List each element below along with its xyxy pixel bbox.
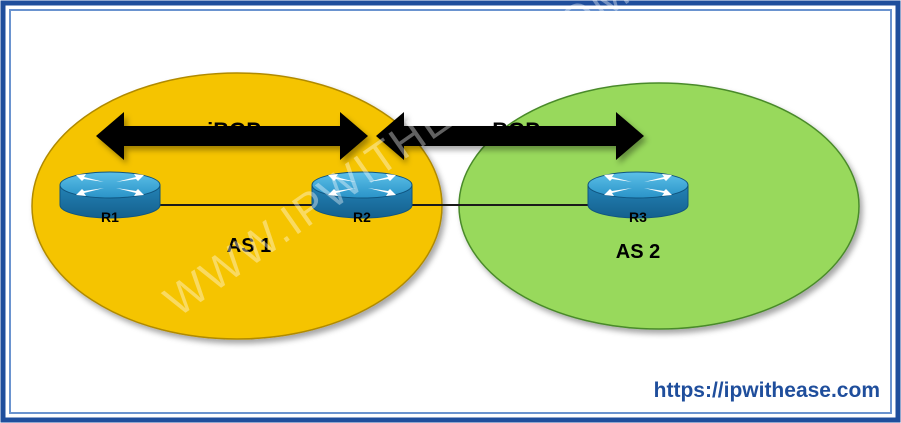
inner-frame [9,9,892,414]
ibgp-label: iBGP [207,118,261,143]
ebgp-label: eBGP [480,118,540,143]
website-url: https://ipwithease.com [654,379,880,402]
as2-label: AS 2 [616,241,660,263]
router-r2-label: R2 [353,209,371,225]
ibgp-arrow [96,112,368,160]
as1-label: AS 1 [227,235,271,257]
router-r3-label: R3 [629,209,647,225]
ebgp-arrow [376,112,644,160]
router-r1-label: R1 [101,209,119,225]
